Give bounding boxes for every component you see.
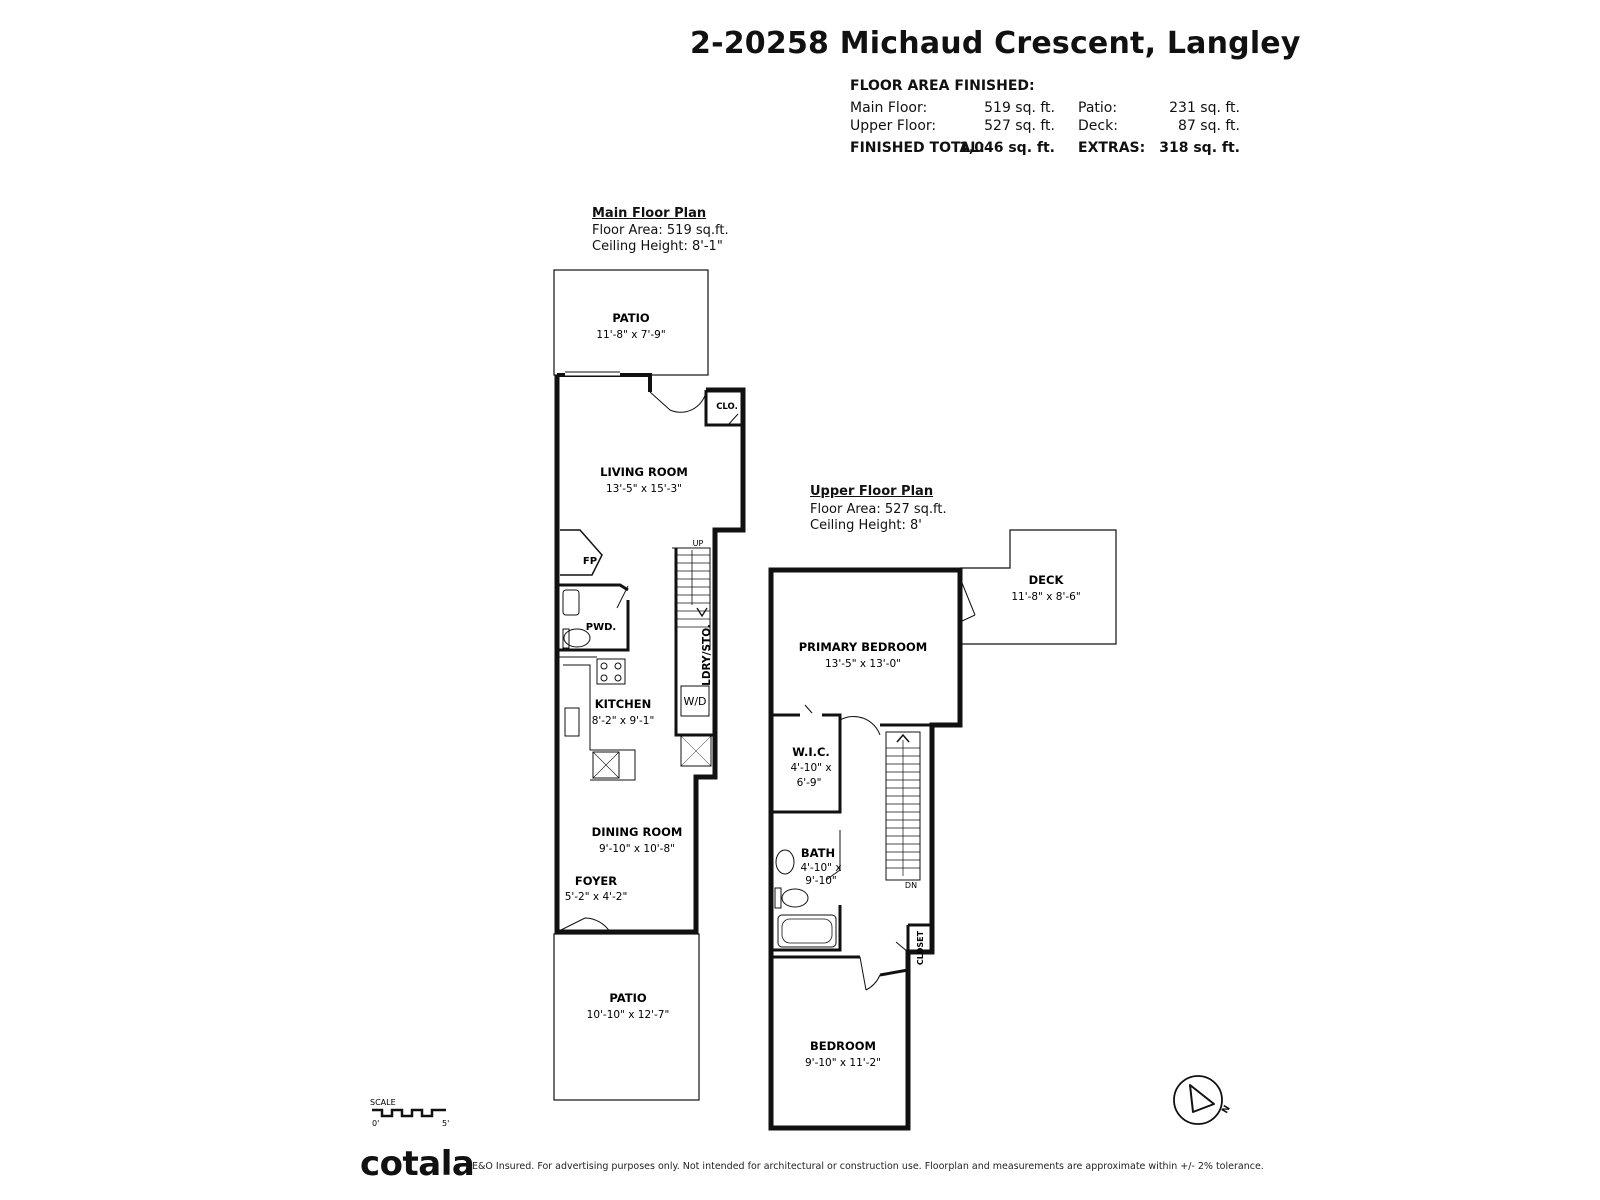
upper-exterior-wall bbox=[768, 567, 963, 1131]
powder-room-name: PWD. bbox=[586, 622, 616, 633]
main-floor-value: 519 sq. ft. bbox=[984, 100, 1055, 116]
closet-name: CLO. bbox=[716, 402, 738, 412]
laundry-wall bbox=[674, 548, 715, 737]
main-plan-heading: Main Floor Plan bbox=[592, 206, 707, 221]
patio-bottom-dims: 10'-10" x 12'-7" bbox=[587, 1009, 670, 1021]
scale-end: 5' bbox=[442, 1119, 449, 1128]
kitchen-sink-icon bbox=[564, 707, 580, 737]
wic-dims-2: 6'-9" bbox=[797, 777, 822, 789]
scale-start: 0' bbox=[372, 1119, 379, 1128]
main-stair-outline bbox=[672, 547, 711, 650]
main-plan-ceiling: Ceiling Height: 8'-1" bbox=[592, 239, 723, 254]
upper-floor-value: 527 sq. ft. bbox=[984, 118, 1055, 134]
main-plan-floor-area: Floor Area: 519 sq.ft. bbox=[592, 223, 729, 238]
deck-door-swing bbox=[959, 577, 976, 623]
upper-plan-ceiling: Ceiling Height: 8' bbox=[810, 518, 922, 533]
bath-toilet-icon bbox=[781, 888, 809, 908]
patio-label: Patio: bbox=[1078, 100, 1118, 116]
deck-value: 87 sq. ft. bbox=[1178, 118, 1240, 134]
bath-dims-1: 4'-10" x bbox=[800, 862, 841, 874]
upper-plan-heading: Upper Floor Plan bbox=[810, 484, 934, 499]
bedroom-dims: 9'-10" x 11'-2" bbox=[805, 1057, 881, 1069]
powder-toilet-icon bbox=[563, 628, 591, 648]
compass-icon: N bbox=[1173, 1075, 1233, 1125]
foyer-name: FOYER bbox=[575, 874, 617, 888]
fireplace-outline bbox=[560, 529, 603, 576]
extras-value: 318 sq. ft. bbox=[1159, 140, 1240, 156]
wic-dims-1: 4'-10" x bbox=[790, 762, 831, 774]
living-room-name: LIVING ROOM bbox=[600, 465, 688, 479]
stair-up-label: UP bbox=[693, 539, 704, 548]
wic-name: W.I.C. bbox=[792, 745, 830, 759]
patio-bottom-outline bbox=[553, 933, 700, 1101]
bath-wall bbox=[771, 905, 842, 952]
main-living-wall bbox=[557, 373, 652, 392]
patio-top-name: PATIO bbox=[612, 311, 650, 325]
cooktop-icon bbox=[596, 658, 626, 685]
laundry-name: LDRY/STO. bbox=[701, 624, 713, 686]
deck-name: DECK bbox=[1029, 573, 1065, 587]
front-door-swing bbox=[556, 917, 611, 933]
compass-north-label: N bbox=[1220, 1104, 1232, 1116]
deck-label: Deck: bbox=[1078, 118, 1118, 134]
kitchen-island-range-icon bbox=[592, 751, 620, 779]
powder-room-wall bbox=[557, 583, 630, 652]
bath-name: BATH bbox=[801, 846, 835, 860]
upper-closet-name: CLOSET bbox=[916, 930, 925, 965]
upper-floor-plan bbox=[768, 529, 1117, 1131]
bedroom-name: BEDROOM bbox=[810, 1039, 876, 1053]
powder-sink-icon bbox=[562, 589, 580, 616]
deck-dims: 11'-8" x 8'-6" bbox=[1011, 591, 1080, 603]
fireplace-name: FP bbox=[583, 556, 597, 567]
main-floor-plan bbox=[553, 269, 746, 1101]
page-title: 2-20258 Michaud Crescent, Langley bbox=[690, 26, 1301, 61]
washer-dryer-label: W/D bbox=[683, 695, 706, 708]
upper-plan-floor-area: Floor Area: 527 sq.ft. bbox=[810, 502, 947, 517]
finished-total-label: FINISHED TOTAL: bbox=[850, 140, 985, 156]
upper-closet-wall bbox=[906, 923, 932, 970]
closet-wall bbox=[704, 390, 743, 427]
patio-bottom-name: PATIO bbox=[609, 991, 647, 1005]
water-heater-icon bbox=[680, 735, 712, 767]
patio-door-swing bbox=[649, 391, 707, 413]
foyer-dims: 5'-2" x 4'-2" bbox=[565, 891, 628, 903]
primary-bedroom-name: PRIMARY BEDROOM bbox=[799, 640, 927, 654]
bath-sink-icon bbox=[775, 849, 795, 875]
primary-bedroom-dims: 13'-5" x 13'-0" bbox=[825, 658, 901, 670]
bedroom-wall bbox=[771, 955, 909, 977]
deck-outline bbox=[960, 529, 1117, 645]
kitchen-name: KITCHEN bbox=[595, 697, 652, 711]
finished-total-value: 1,046 sq. ft. bbox=[959, 140, 1055, 156]
brand-logo: cotala bbox=[360, 1144, 475, 1184]
patio-value: 231 sq. ft. bbox=[1169, 100, 1240, 116]
patio-top-dims: 11'-8" x 7'-9" bbox=[596, 329, 665, 341]
upper-stair-outline bbox=[885, 731, 921, 881]
scale-label: SCALE bbox=[370, 1098, 396, 1107]
bath-dims-2: 9'-10" bbox=[805, 875, 837, 887]
summary-heading: FLOOR AREA FINISHED: bbox=[850, 78, 1035, 94]
upper-floor-label: Upper Floor: bbox=[850, 118, 937, 134]
stair-down-label: DN bbox=[905, 881, 917, 890]
wic-wall bbox=[771, 750, 842, 814]
kitchen-dims: 8'-2" x 9'-1" bbox=[592, 715, 655, 727]
main-exterior-wall bbox=[554, 375, 746, 935]
main-floor-label: Main Floor: bbox=[850, 100, 928, 116]
washer-dryer-icon bbox=[680, 685, 710, 717]
extras-label: EXTRAS: bbox=[1078, 140, 1146, 156]
scale-bar: SCALE 0' 5' bbox=[370, 1098, 449, 1128]
primary-bedroom-wall bbox=[771, 713, 842, 750]
dining-room-name: DINING ROOM bbox=[592, 825, 683, 839]
bathtub-icon bbox=[777, 914, 837, 948]
kitchen-counter bbox=[563, 664, 636, 781]
disclaimer: E&O Insured. For advertising purposes on… bbox=[472, 1161, 1264, 1172]
dining-room-dims: 9'-10" x 10'-8" bbox=[599, 843, 675, 855]
living-room-dims: 13'-5" x 15'-3" bbox=[606, 483, 682, 495]
